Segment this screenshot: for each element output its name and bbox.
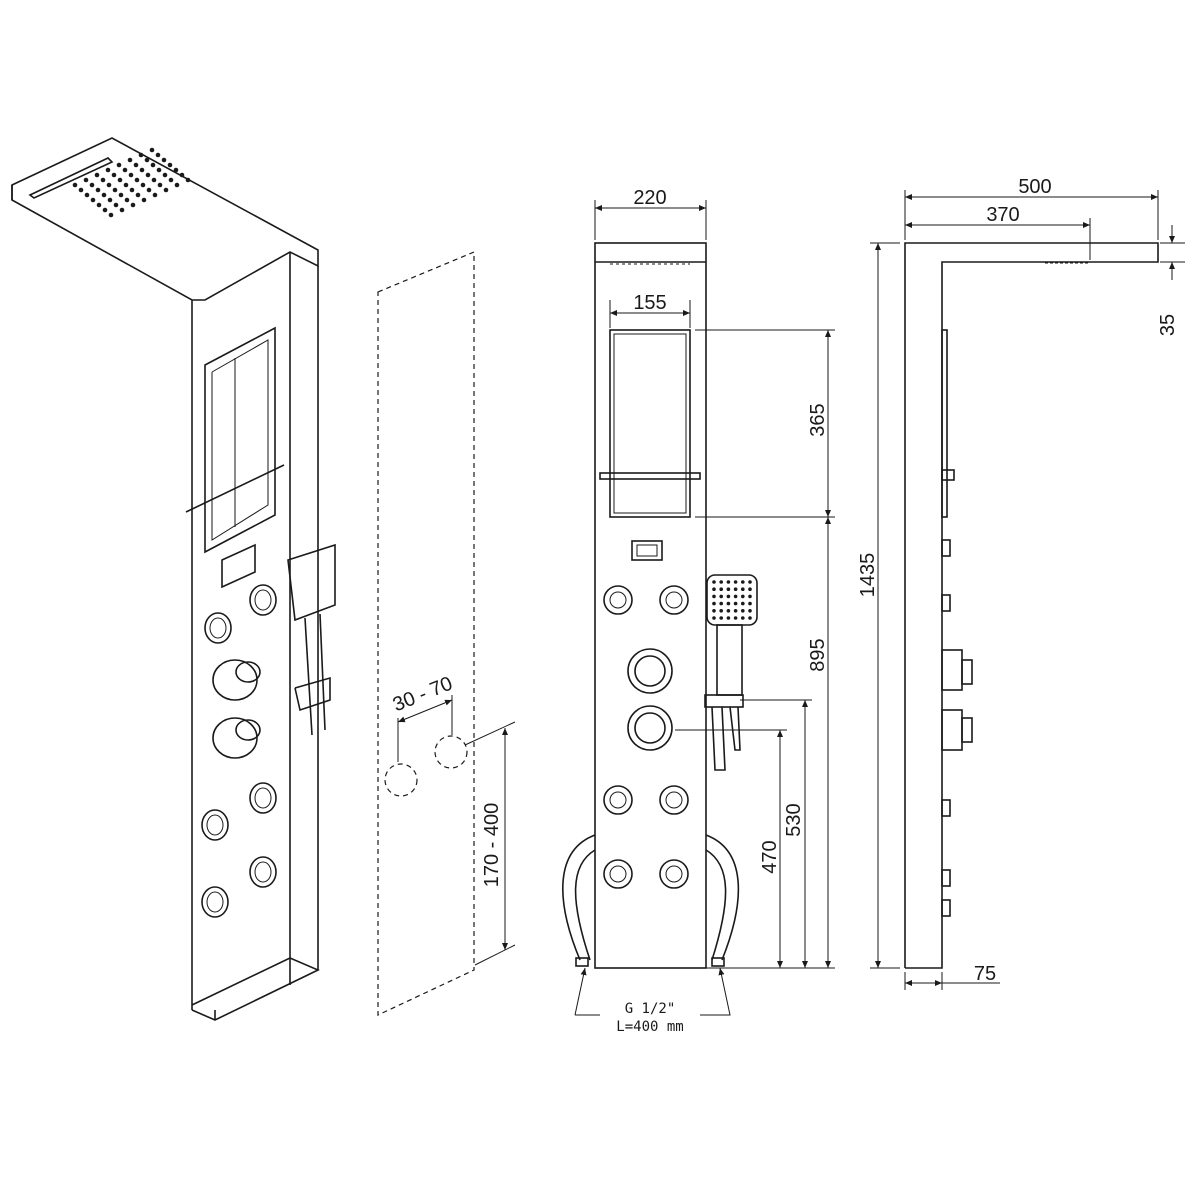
iso-mixer-knobs [212,659,261,759]
hose-length-label: L=400 mm [616,1019,683,1035]
body-jet-icon [659,859,689,889]
column-depth-label: 75 [974,963,996,985]
inlet-right [434,735,468,769]
display [631,540,663,561]
body-jet-icon [249,782,277,814]
head-thickness-label: 35 [1157,314,1179,336]
side-view: 500 370 35 1435 75 [857,176,1185,990]
body-jet-icon [603,785,633,815]
body-jet-icon [659,585,689,615]
iso-display [221,543,256,589]
front-mixer-knobs [627,648,673,751]
mixer-height-label: 470 [759,840,781,873]
body-jet-icon [204,612,232,644]
rain-nozzles-icon [72,147,191,218]
arm-length-label: 500 [1018,176,1051,198]
column-width-label: 220 [633,187,666,209]
inlet-height-label: 170 - 400 [481,803,503,888]
isometric-view: 30 - 70 170 - 400 [11,137,516,1021]
body-jet-icon [201,886,229,918]
body-jet-icon [603,585,633,615]
iso-hand-shower [287,543,336,736]
front-hand-shower [704,574,758,771]
niche-width-label: 155 [633,292,666,314]
niche-height-label: 365 [807,403,829,436]
body-jet-icon [659,785,689,815]
body-jet-icon [603,859,633,889]
body-jet-icon [249,856,277,888]
rain-slot [28,157,114,199]
iso-niche [204,326,276,554]
head-offset-label: 370 [986,204,1019,226]
hose-thread-label: G 1/2" [625,1001,676,1017]
body-jet-icon [249,584,277,616]
front-view: G 1/2" L=400 mm 220 155 365 895 530 470 [562,187,835,1035]
wall-outline [377,251,475,1016]
inlet-left [384,763,418,797]
iso-body-jets [201,584,277,918]
total-height-label: 1435 [857,553,879,598]
niche-bottom-height-label: 895 [807,638,829,671]
hoses [562,834,740,967]
front-body-jets [603,585,689,889]
niche [609,329,691,518]
inlet-spacing-label: 30 - 70 [390,673,456,717]
body-jet-icon [201,809,229,841]
towel-bar [599,472,701,480]
hand-shower-height-label: 530 [783,803,805,836]
